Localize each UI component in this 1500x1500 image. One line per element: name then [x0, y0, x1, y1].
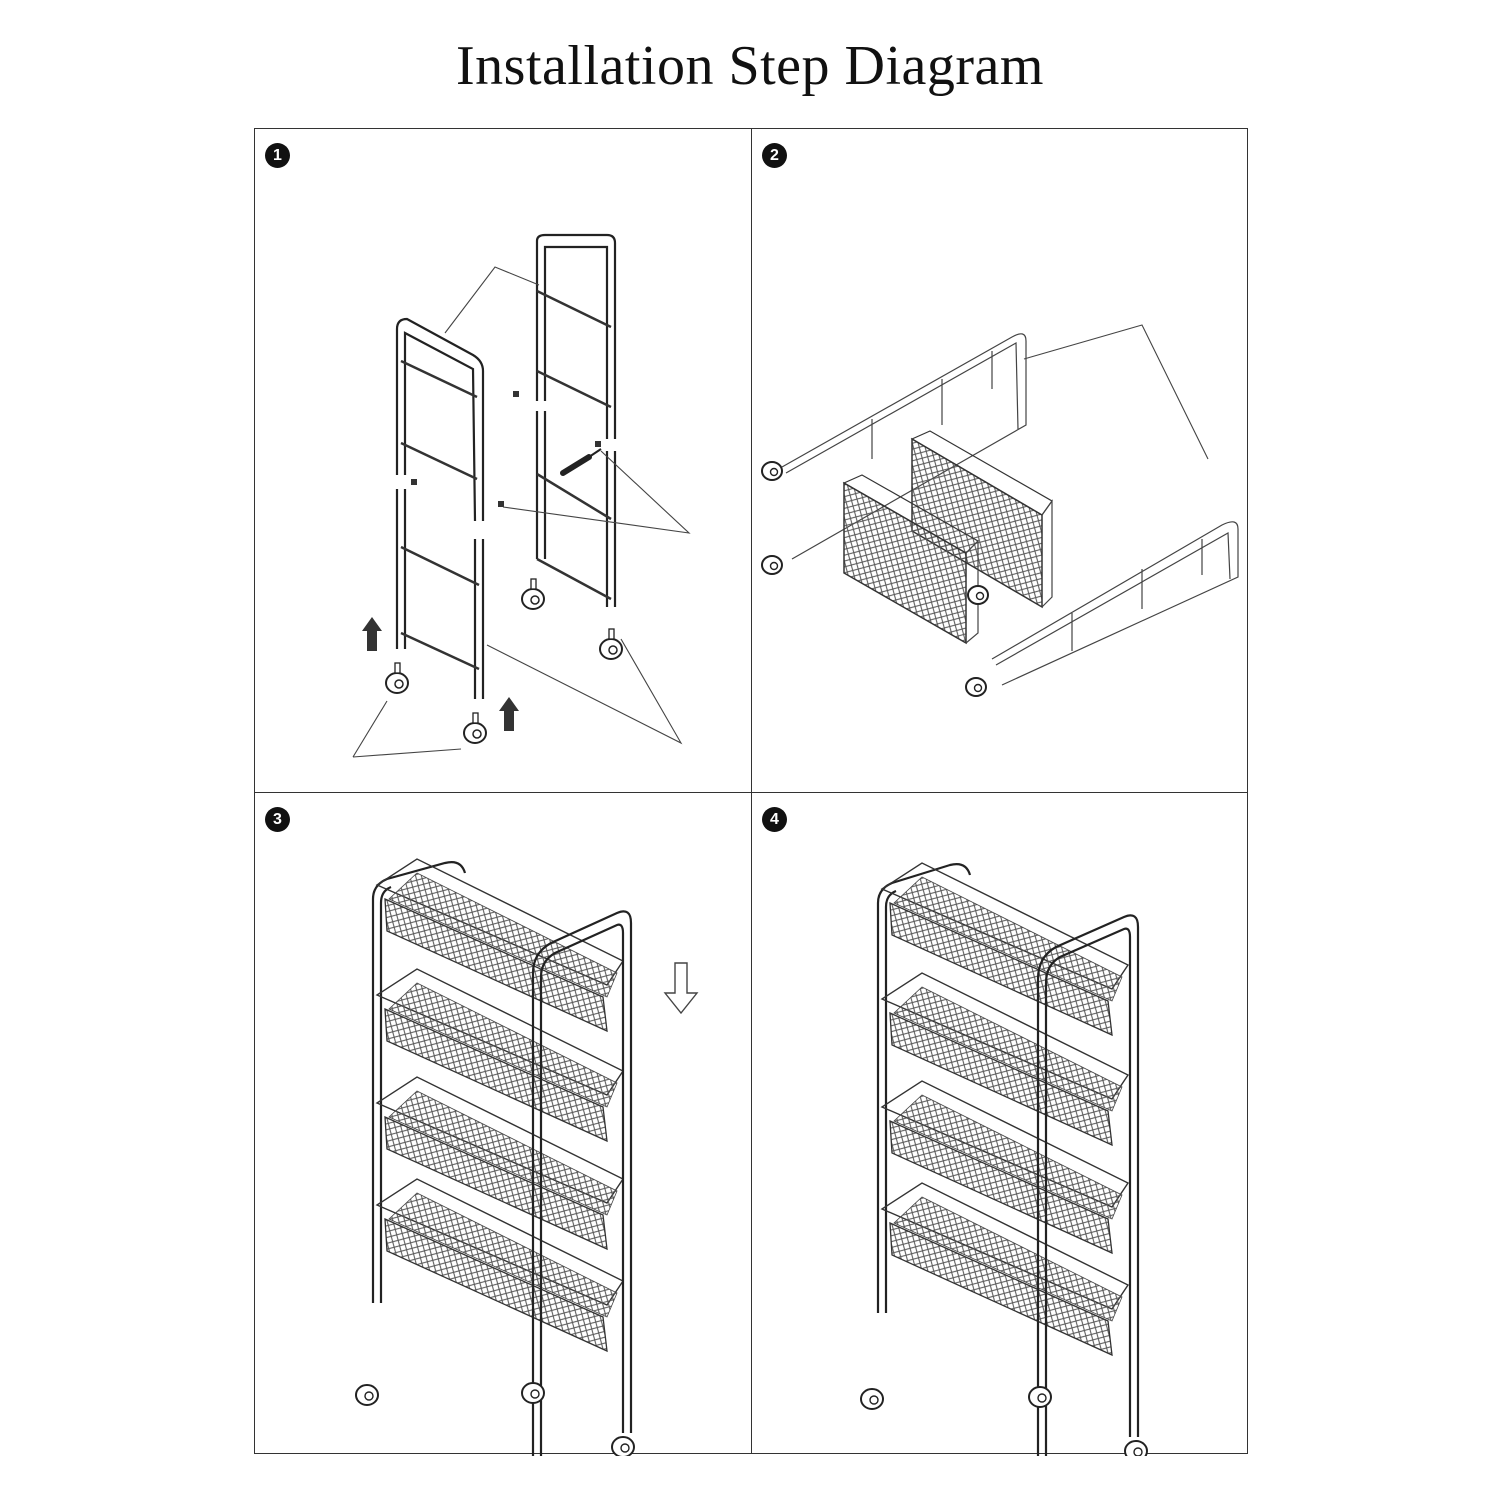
back-frame — [379, 885, 392, 1303]
leader-line — [352, 700, 462, 758]
front-frame — [1036, 914, 1140, 1456]
caster-wheel — [599, 628, 623, 660]
step-1-number: 1 — [265, 143, 290, 168]
caster-wheel — [761, 461, 783, 481]
step-3-illustration — [355, 858, 699, 1456]
caster-wheel — [967, 585, 989, 605]
caster-wheel — [965, 677, 987, 697]
side-frame-front — [991, 521, 1239, 686]
leader-line — [1023, 324, 1209, 460]
front-frame-upper — [395, 317, 485, 522]
step-4-number: 4 — [762, 807, 787, 832]
basket — [910, 430, 1053, 609]
back-frame-upper — [535, 233, 617, 439]
leader-line — [502, 450, 691, 534]
caster-wheel — [1028, 1386, 1052, 1408]
front-frame — [1044, 927, 1132, 1456]
leader-line — [486, 638, 683, 745]
screwdriver-icon — [560, 448, 602, 476]
caster-wheel — [385, 662, 409, 694]
caster-wheel — [521, 578, 545, 610]
leader-line — [444, 266, 540, 334]
back-frame — [884, 889, 897, 1313]
step-1-illustration — [352, 233, 691, 758]
step-4-panel: 4 — [752, 793, 1248, 1456]
step-4-illustration — [860, 862, 1148, 1456]
step-2-panel: 2 — [752, 129, 1248, 792]
caster-wheel — [611, 1436, 635, 1456]
arrow-down-icon — [663, 962, 699, 1015]
connector-pin — [513, 391, 519, 397]
front-frame — [531, 910, 633, 1456]
step-2-number: 2 — [762, 143, 787, 168]
grid-divider-vertical — [751, 129, 752, 1453]
side-frame-back — [781, 333, 1027, 560]
grid-divider-horizontal — [255, 792, 1247, 793]
connector-pin — [411, 479, 417, 485]
arrow-up-icon — [499, 697, 519, 731]
connector-pin — [595, 441, 601, 447]
step-3-number: 3 — [265, 807, 290, 832]
caster-wheel — [1124, 1440, 1148, 1456]
caster-wheel — [521, 1382, 545, 1404]
caster-wheel — [761, 555, 783, 575]
caster-wheel — [860, 1388, 884, 1410]
step-1-panel: 1 — [255, 129, 751, 792]
step-3-panel: 3 — [255, 793, 751, 1456]
front-frame-lower — [395, 489, 485, 699]
caster-wheel — [463, 712, 487, 744]
caster-wheel — [355, 1384, 379, 1406]
step-2-illustration — [761, 324, 1239, 697]
back-frame-lower — [535, 411, 617, 607]
page-title: Installation Step Diagram — [456, 35, 1044, 97]
connector-pin — [498, 501, 504, 507]
front-frame — [539, 923, 625, 1456]
steps-grid: 1 — [254, 128, 1248, 1456]
arrow-up-icon — [362, 617, 382, 651]
